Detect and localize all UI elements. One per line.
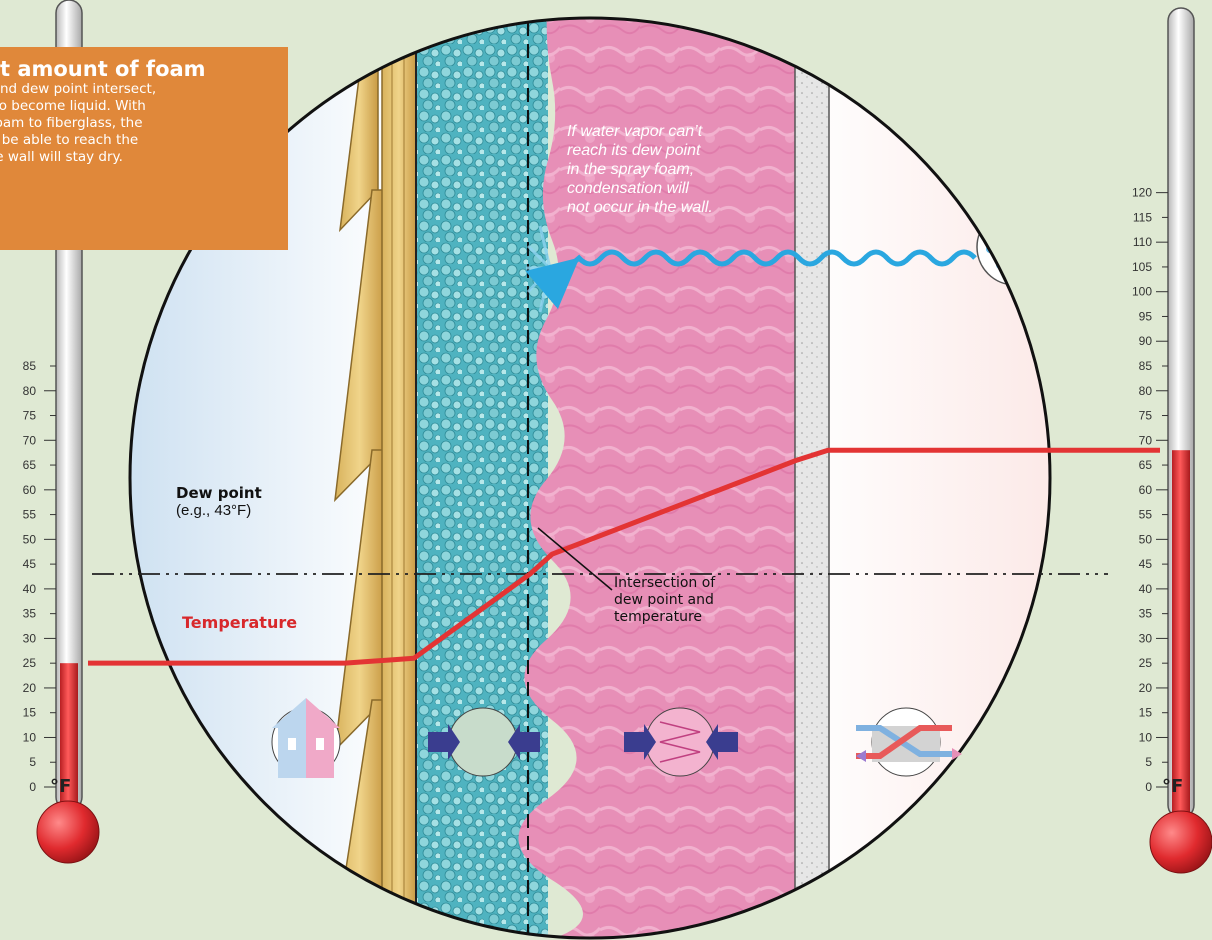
tick-label: 15 xyxy=(23,706,37,720)
tick-label: 85 xyxy=(23,359,37,373)
tick-label: 70 xyxy=(23,433,37,447)
tick-label: 35 xyxy=(1139,607,1153,621)
tick-label: 50 xyxy=(23,532,37,546)
tick-label: 75 xyxy=(23,409,37,423)
tick-label: 50 xyxy=(1139,532,1153,546)
tick-label: 5 xyxy=(1145,755,1152,769)
tick-label: 15 xyxy=(1139,706,1153,720)
dew-point-title: Dew point xyxy=(176,484,262,502)
callout-body: ture and dew point intersect, ants to be… xyxy=(0,81,280,166)
tick-label: 65 xyxy=(1139,458,1153,472)
left-unit-label: °F xyxy=(50,776,71,797)
tick-label: 55 xyxy=(23,508,37,522)
right-thermometer-fill xyxy=(1172,450,1190,818)
tick-label: 80 xyxy=(23,384,37,398)
tick-label: 5 xyxy=(29,755,36,769)
tick-label: 55 xyxy=(1139,508,1153,522)
tick-label: 0 xyxy=(29,780,36,794)
tick-label: 115 xyxy=(1133,210,1152,224)
tick-label: 40 xyxy=(1139,582,1153,596)
inside-air xyxy=(800,0,1100,940)
tick-label: 20 xyxy=(23,681,37,695)
tick-label: 85 xyxy=(1139,359,1153,373)
callout-box: ght amount of foam ture and dew point in… xyxy=(0,47,288,250)
tick-label: 40 xyxy=(23,582,37,596)
tick-label: 65 xyxy=(23,458,37,472)
tick-label: 90 xyxy=(1139,334,1153,348)
tick-label: 30 xyxy=(23,631,37,645)
tick-label: 100 xyxy=(1132,285,1152,299)
tick-label: 10 xyxy=(1139,730,1153,744)
drywall xyxy=(795,0,829,940)
vapor-note: If water vapor can’t reach its dew point… xyxy=(567,122,797,217)
tick-label: 110 xyxy=(1133,235,1152,249)
tick-label: 60 xyxy=(23,483,37,497)
tick-label: 25 xyxy=(23,656,37,670)
tick-label: 0 xyxy=(1145,780,1152,794)
tick-label: 20 xyxy=(1139,681,1153,695)
tick-label: 105 xyxy=(1132,260,1152,274)
tick-label: 120 xyxy=(1132,186,1152,200)
right-unit-label: °F xyxy=(1162,776,1183,797)
tick-label: 75 xyxy=(1139,409,1153,423)
tick-label: 70 xyxy=(1139,433,1153,447)
tick-label: 30 xyxy=(1139,631,1153,645)
callout-title: ght amount of foam xyxy=(0,57,280,81)
tick-label: 35 xyxy=(23,607,37,621)
tick-label: 95 xyxy=(1139,309,1153,323)
dew-point-example: (e.g., 43°F) xyxy=(176,502,251,519)
temperature-label: Temperature xyxy=(182,613,297,632)
tick-label: 60 xyxy=(1139,483,1153,497)
right-thermometer: 0 5 10 15 20 25 30 35 40 45 50 55 60 65 70 75 80 85 90 95 10… xyxy=(1132,8,1212,873)
intersection-label: Intersection of dew point and temperatur… xyxy=(614,575,715,626)
sheathing xyxy=(382,0,416,940)
tick-label: 45 xyxy=(1139,557,1153,571)
tick-label: 25 xyxy=(1139,656,1153,670)
tick-label: 80 xyxy=(1139,384,1153,398)
tick-label: 10 xyxy=(23,730,37,744)
tick-label: 45 xyxy=(23,557,37,571)
